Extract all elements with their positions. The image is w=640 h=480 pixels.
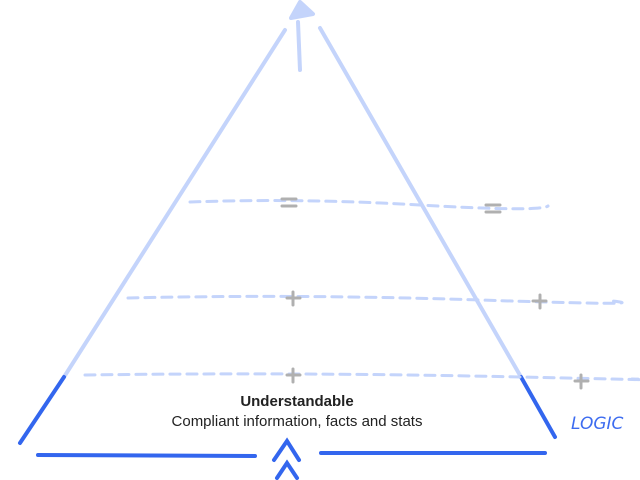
pyramid-right-edge [318,26,523,379]
plus-icon [531,293,548,310]
plus-icon [573,373,590,390]
up-arrow-shaft [296,20,302,72]
pyramid-right-edge-base [519,375,557,439]
base-line-left [36,453,257,458]
double-chevron-up-icon [272,437,301,480]
plus-icon [285,367,302,384]
pyramid-left-edge-base [18,375,66,445]
up-arrow-head-icon [289,0,315,20]
equals-icon [280,197,298,208]
divider-line-2 [126,294,624,305]
level-title: Understandable [240,393,354,410]
plus-icon [285,290,302,307]
pyramid-left-edge [62,28,287,379]
operator-symbols [280,197,590,390]
divider-line-3 [83,372,640,382]
divider-line-1 [188,199,550,211]
equals-icon [484,203,502,214]
side-label: LOGIC [571,414,624,434]
level-subtitle: Compliant information, facts and stats [171,413,423,430]
